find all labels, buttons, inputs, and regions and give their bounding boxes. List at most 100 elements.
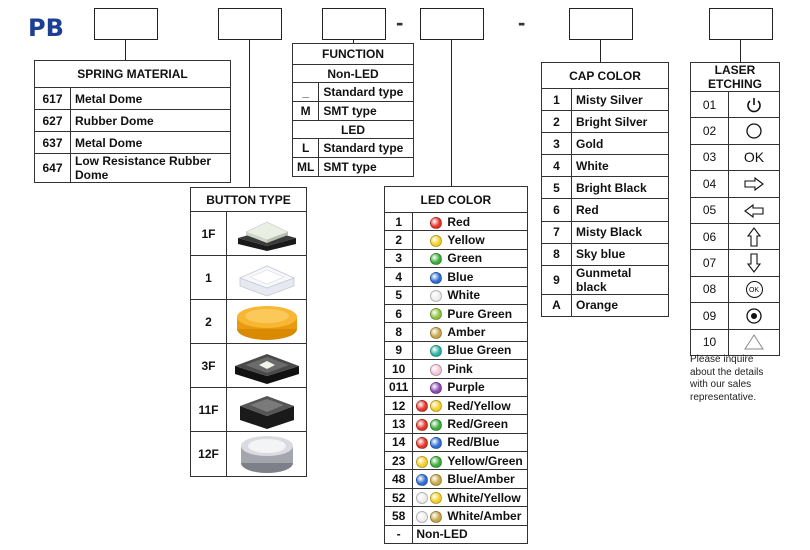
laser-etching-row: 08 OK <box>690 275 780 304</box>
gray-round-button-image <box>226 431 307 477</box>
black-square-button-white-cap-image <box>226 211 307 256</box>
led-color-label: White <box>447 288 481 303</box>
led-color-cell: White/Amber <box>412 506 528 526</box>
laser-etching-row: 01 <box>690 90 780 119</box>
laser-etching-code: 08 <box>690 275 729 304</box>
clear-square-button-graphic <box>238 265 295 296</box>
ok-circle-label: OK <box>748 286 760 294</box>
led-color-cell: White <box>412 285 528 305</box>
button-type-title: BUTTON TYPE <box>190 187 307 212</box>
circle-icon <box>728 117 780 145</box>
arrow-left-icon-graphic <box>744 203 764 218</box>
led-color-label: Blue <box>447 269 474 284</box>
led-color-row: -Non-LED <box>383 524 528 545</box>
led-bulb-icon <box>416 510 429 523</box>
black-square-button-gray-cap-graphic <box>239 395 294 429</box>
led-color-label: Non-LED <box>416 527 468 542</box>
laser-etching-title: LASER ETCHING <box>690 62 780 92</box>
function-code: M <box>291 101 320 121</box>
led-color-cell: Amber <box>412 322 528 342</box>
cap-color-label: Misty Silver <box>571 87 669 112</box>
laser-etching-code: 02 <box>690 117 729 145</box>
spring-material-slot <box>94 8 158 40</box>
arrow-right-icon <box>728 170 780 198</box>
led-bulb-icon <box>430 271 443 284</box>
function-slot <box>322 8 386 40</box>
led-color-code: 2 <box>383 230 414 250</box>
laser-etching-code: 03 <box>690 143 729 172</box>
led-color-code: - <box>383 524 414 545</box>
cap-color-label: Gold <box>571 132 669 156</box>
led-color-label: Blue Green <box>447 343 512 358</box>
led-bulb-icon <box>430 455 443 468</box>
circle-icon-graphic <box>746 123 762 139</box>
led-color-row: 23 Yellow/Green <box>383 451 528 471</box>
led-color-code: 6 <box>383 303 414 324</box>
button-type-code: 12F <box>190 431 227 477</box>
led-color-code: 52 <box>383 487 414 508</box>
button-type-row: 1F <box>190 211 307 256</box>
cap-color-code: 4 <box>541 154 572 178</box>
connector-button <box>249 40 250 187</box>
part-number-prefix: PB <box>28 14 64 42</box>
cap-color-title: CAP COLOR <box>541 62 669 89</box>
led-color-cell: Blue/Amber <box>412 469 528 489</box>
led-color-code: 23 <box>383 451 414 471</box>
spring-material-label: Metal Dome <box>70 131 231 154</box>
cap-color-code: 7 <box>541 220 572 244</box>
led-bulb-icon <box>430 418 443 431</box>
laser-etching-row: 05 <box>690 196 780 224</box>
button-type-code: 1F <box>190 211 227 256</box>
function-code: ML <box>291 157 320 177</box>
cap-color-label: Bright Black <box>571 176 669 200</box>
button-type-code: 11F <box>190 387 227 432</box>
button-type-slot <box>218 8 282 40</box>
black-square-button-gray-cap-image <box>226 387 307 432</box>
led-color-cell: Purple <box>412 377 528 397</box>
led-bulb-icon <box>430 308 443 321</box>
led-color-code: 011 <box>383 377 414 397</box>
led-color-slot <box>420 8 484 40</box>
led-color-code: 5 <box>383 285 414 305</box>
separator-2: - <box>518 10 526 35</box>
ok-label: OK <box>743 149 765 166</box>
cap-color-label: Misty Black <box>571 220 669 244</box>
laser-etching-code: 05 <box>690 196 729 224</box>
connector-laser <box>740 40 741 62</box>
cap-color-label: Bright Silver <box>571 110 669 134</box>
spring-material-title: SPRING MATERIAL <box>34 60 231 88</box>
led-bulb-icon <box>430 290 443 303</box>
led-color-cell: Blue Green <box>412 340 528 361</box>
button-type-row: 11F <box>190 387 307 432</box>
led-color-cell: White/Yellow <box>412 487 528 508</box>
button-type-row: 1 <box>190 255 307 300</box>
led-color-cell: Red/Green <box>412 414 528 434</box>
laser-etching-row: 07 <box>690 249 780 277</box>
gray-round-button-graphic <box>240 436 293 473</box>
cap-color-code: 6 <box>541 198 572 222</box>
led-color-label: Pink <box>447 361 473 376</box>
led-color-label: Yellow/Green <box>447 453 523 468</box>
laser-etching-row: 06 <box>690 222 780 251</box>
led-bulb-icon <box>430 234 443 247</box>
separator-1: - <box>396 10 404 35</box>
led-color-code: 12 <box>383 395 414 416</box>
function-label: SMT type <box>318 157 414 177</box>
led-color-cell: Green <box>412 248 528 269</box>
spring-material-label: Metal Dome <box>70 87 231 110</box>
led-color-title: LED COLOR <box>384 186 528 213</box>
laser-etching-code: 06 <box>690 222 729 251</box>
led-color-code: 9 <box>383 340 414 361</box>
